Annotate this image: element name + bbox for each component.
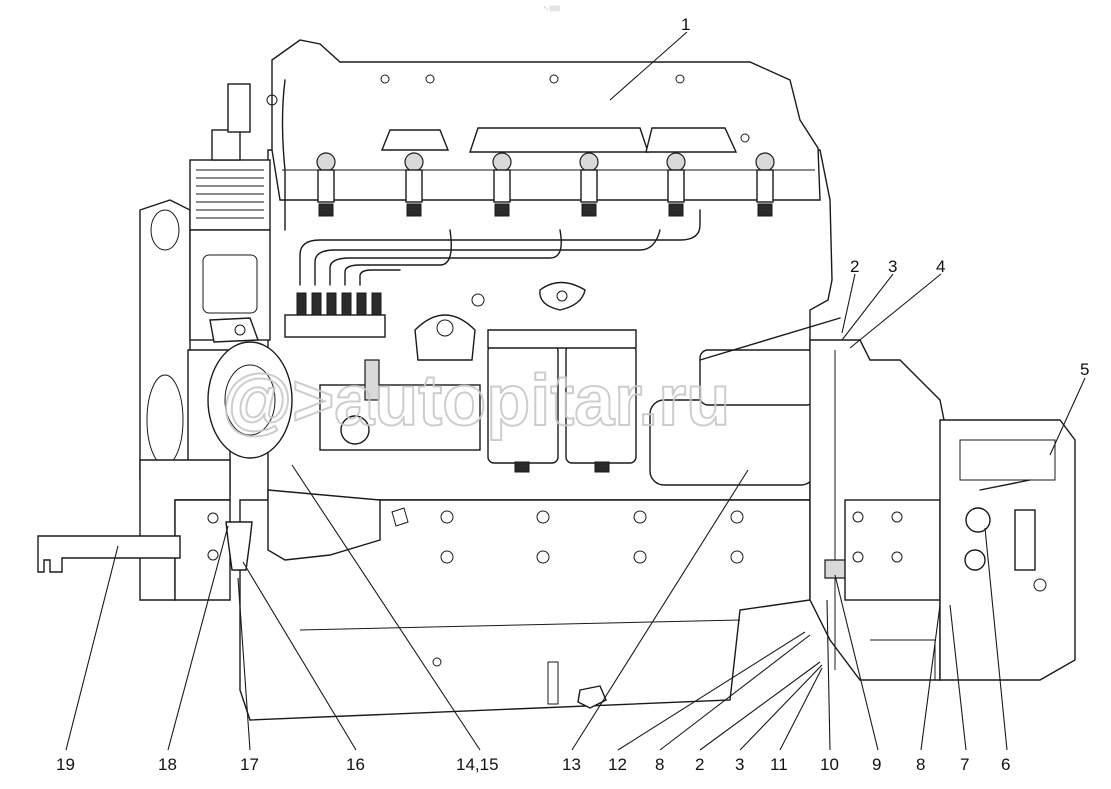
block-bolt-holes [391, 507, 744, 564]
callout-10: 10 [820, 755, 839, 774]
watermark: @>autopitar.ru [222, 361, 730, 441]
callout-2-top: 2 [850, 257, 859, 276]
callout-5: 5 [1080, 360, 1089, 379]
callout-18: 18 [158, 755, 177, 774]
callout-3-top: 3 [888, 257, 897, 276]
starter-motor [649, 317, 846, 486]
front-crank-extension [37, 535, 181, 573]
callout-6: 6 [1001, 755, 1010, 774]
callout-7: 7 [960, 755, 969, 774]
gearbox [870, 419, 1076, 681]
callout-14-15: 14,15 [456, 755, 499, 774]
callout-labels: 1 2 3 4 5 19 18 17 16 14,15 13 12 8 2 3 … [56, 15, 1089, 774]
callout-2-bottom: 2 [695, 755, 704, 774]
callout-8-left: 8 [655, 755, 664, 774]
oil-filler [414, 281, 586, 361]
callout-16: 16 [346, 755, 365, 774]
callout-3-bottom: 3 [735, 755, 744, 774]
callout-9: 9 [872, 755, 881, 774]
front-engine-mount [139, 459, 381, 601]
fuel-injectors [316, 152, 775, 217]
callout-12: 12 [608, 755, 627, 774]
callout-4: 4 [936, 257, 945, 276]
callout-17: 17 [240, 755, 259, 774]
callout-11: 11 [770, 755, 788, 774]
cylinder-head [271, 39, 821, 201]
injection-pump [284, 292, 481, 451]
callout-8-right: 8 [916, 755, 925, 774]
corner-mark: ⁰₀ ▒▒▒ [544, 5, 561, 12]
callout-1: 1 [681, 15, 690, 34]
front-pulley [139, 199, 293, 496]
air-compressor [189, 83, 278, 343]
flywheel-housing [809, 339, 961, 681]
leader-lines [65, 31, 1086, 751]
fuel-lines [281, 79, 701, 286]
fuel-filters [487, 329, 637, 473]
callout-19: 19 [56, 755, 75, 774]
callout-13: 13 [562, 755, 581, 774]
